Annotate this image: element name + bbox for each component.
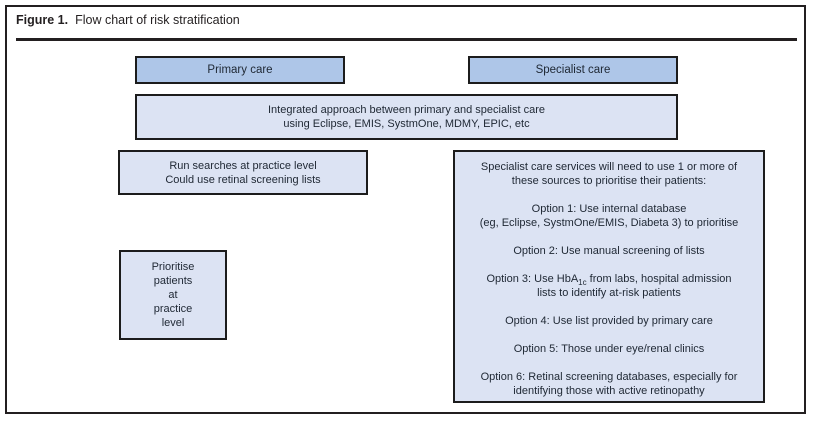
option-1-line-2: (eg, Eclipse, SystmOne/EMIS, Diabeta 3) … [479,217,739,229]
prioritise-line-1: Prioritise [151,261,195,273]
prioritise-patients-box: Prioritise patients at practice level [119,250,227,340]
prioritise-line-3: at [168,289,178,301]
hba1c-subscript: 1c [578,278,587,288]
primary-care-label: Primary care [207,64,273,76]
spacer [455,328,763,342]
spacer [455,188,763,202]
option-3-line-2: lists to identify at-risk patients [537,287,681,299]
option-5-line: Option 5: Those under eye/renal clinics [513,343,705,355]
prioritise-line-5: level [161,317,185,329]
sources-intro-line-2: these sources to prioritise their patien… [511,175,707,187]
run-searches-line-1: Run searches at practice level [169,159,317,172]
option-3-line-1: Option 3: Use HbA1c from labs, hospital … [455,272,763,288]
option-4-line: Option 4: Use list provided by primary c… [505,315,713,327]
specialist-sources-box: Specialist care services will need to us… [453,150,765,403]
spacer [455,230,763,244]
figure-header: Figure 1. Flow chart of risk stratificati… [16,13,240,27]
specialist-care-label: Specialist care [535,64,611,76]
run-searches-line-2: Could use retinal screening lists [165,173,321,186]
title-divider-rule [16,38,797,41]
option-6-line-2: identifying those with active retinopath… [513,385,705,397]
spacer [455,258,763,272]
specialist-care-box: Specialist care [468,56,678,84]
integrated-line-1: Integrated approach between primary and … [268,104,545,116]
spacer [455,356,763,370]
figure-label: Figure 1. [16,13,69,27]
spacer [455,300,763,314]
figure-title: Flow chart of risk stratification [75,13,240,27]
prioritise-line-2: patients [153,275,193,287]
prioritise-line-4: practice [153,303,193,315]
integrated-line-2: using Eclipse, EMIS, SystmOne, MDMY, EPI… [283,118,530,130]
primary-care-box: Primary care [135,56,345,84]
sources-intro-line-1: Specialist care services will need to us… [480,161,738,173]
option-2-line: Option 2: Use manual screening of lists [513,245,705,257]
option-3-suffix: from labs, hospital admission [586,273,732,285]
option-6-line-1: Option 6: Retinal screening databases, e… [480,371,738,383]
run-searches-box: Run searches at practice level Could use… [118,150,368,195]
option-3-prefix: Option 3: Use HbA [486,273,579,285]
option-1-line-1: Option 1: Use internal database [531,203,687,215]
integrated-approach-box: Integrated approach between primary and … [135,94,678,140]
